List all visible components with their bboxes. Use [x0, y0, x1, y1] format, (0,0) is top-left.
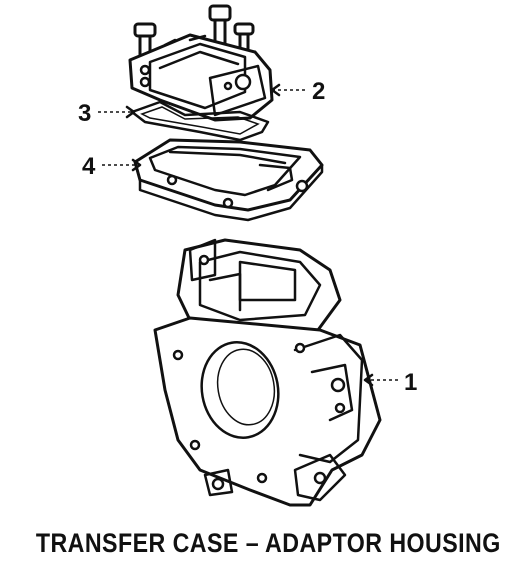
callout-2-label: 2: [312, 78, 325, 105]
diagram-caption: TRANSFER CASE – ADAPTOR HOUSING: [35, 528, 501, 558]
adapter-plate-part-4: [133, 138, 324, 222]
callout-4-label: 4: [82, 153, 96, 180]
callout-4: 4: [82, 153, 142, 180]
callout-1-label: 1: [404, 369, 417, 396]
parts-diagram: 1 2 3 4: [78, 4, 417, 507]
callout-3: 3: [78, 100, 136, 127]
bolt-right: [233, 22, 255, 64]
adaptor-housing-part-1: [153, 238, 382, 507]
callout-2: 2: [270, 78, 325, 105]
gasket-part-3: [130, 100, 270, 142]
callout-3-label: 3: [78, 100, 91, 127]
shift-cover-part-2: [128, 4, 274, 122]
callout-1: 1: [363, 369, 417, 396]
